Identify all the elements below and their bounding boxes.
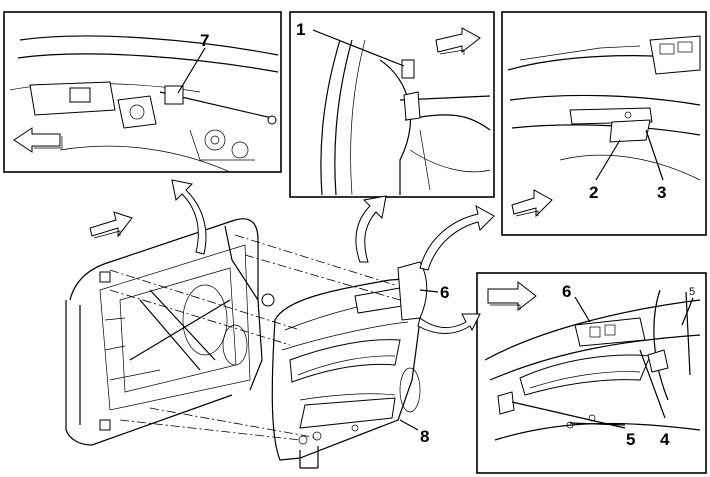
callout-5-small: 5 (689, 286, 695, 298)
alignment-lines (109, 234, 401, 469)
direction-arrow-icon (487, 280, 537, 312)
detail-panel-handle-bracket: 2 3 (501, 11, 707, 236)
direction-arrow-icon (435, 27, 481, 55)
callout-3: 3 (657, 183, 666, 202)
detail-panel-trim-fasteners: 6 5 4 5 (476, 272, 707, 474)
curved-arrow-icon (417, 313, 481, 334)
callout-1: 1 (296, 20, 305, 39)
callout-7: 7 (200, 31, 209, 50)
direction-arrow-icon (89, 211, 133, 239)
direction-arrow-icon (511, 189, 553, 218)
door-frame (65, 218, 275, 446)
curved-arrow-icon (355, 195, 387, 263)
curved-arrow-icon (171, 179, 207, 255)
curved-arrow-icon (419, 205, 495, 271)
callout-4: 4 (660, 430, 670, 449)
detail-panel-switch: 1 (289, 11, 495, 198)
direction-arrow-icon (13, 127, 63, 153)
callout-2: 2 (589, 183, 598, 202)
callout-6-main: 6 (440, 283, 449, 302)
callout-8: 8 (420, 427, 429, 446)
callout-6-detail: 6 (562, 282, 571, 301)
detail-panel-mirror-cable: 7 (3, 11, 282, 173)
door-trim-panel (271, 261, 428, 461)
callout-5: 5 (626, 430, 635, 449)
